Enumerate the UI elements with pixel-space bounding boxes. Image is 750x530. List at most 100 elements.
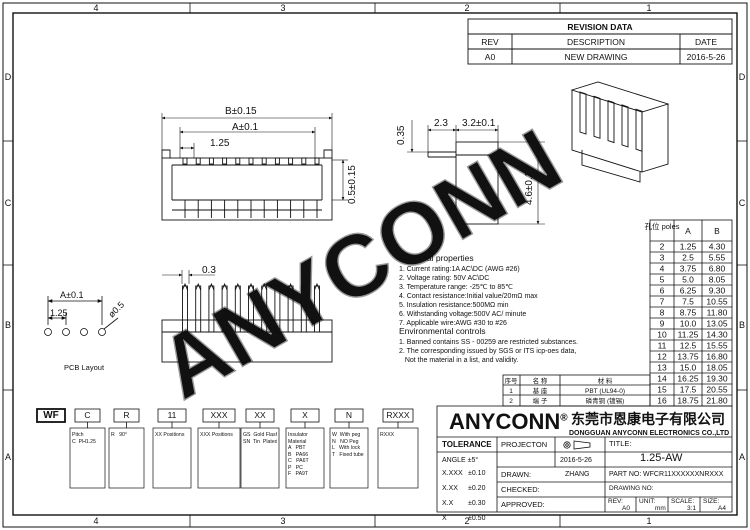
dim-table-cell: 21.80 <box>706 396 728 406</box>
zone-col-3-top: 3 <box>280 3 285 13</box>
anyconn-watermark: ANYCONN <box>142 109 577 417</box>
side-view-dimensions <box>407 120 545 225</box>
top-pin-slot <box>274 157 280 165</box>
dim-table-cell: 7 <box>660 297 665 307</box>
part-code-legend: Pitch C PH1.25 <box>72 432 96 445</box>
connector-side-view <box>427 141 499 225</box>
part-code-box-label: XX <box>254 410 266 421</box>
dim-table-cell: 9 <box>660 319 665 329</box>
dim-table-header-b: B <box>714 226 720 236</box>
part-code-box-label: RXXX <box>386 410 410 421</box>
dim-table-cell: 10.0 <box>680 319 697 329</box>
dim-table-cell: 13 <box>657 363 667 373</box>
top-pin-slot <box>288 157 294 165</box>
dim-table-cell: 19.30 <box>706 374 728 384</box>
zone-row-c-right: C <box>739 198 746 208</box>
part-no-value: WFCR11XXXXXXNRXXX <box>643 471 724 478</box>
dim-table-cell: 5 <box>660 275 665 285</box>
front-pin-tip <box>274 282 281 291</box>
zone-col-1-top: 1 <box>646 3 651 13</box>
dim-table-cell: 5.55 <box>709 253 726 263</box>
dim-table-cell: 17.5 <box>680 385 697 395</box>
front-pin-tip <box>195 282 202 291</box>
part-code-legend: W With peg N NO Peg L With lock T Fixed … <box>332 432 364 458</box>
revision-header-description: DESCRIPTION <box>567 37 625 47</box>
tolerance-value-label: X <box>442 515 447 522</box>
front-pin <box>195 285 202 333</box>
size-label: SIZE: <box>703 498 720 505</box>
part-code-legend-box <box>108 427 145 489</box>
title-value: 1.25-AW <box>640 452 683 464</box>
dim-table-cell: 11.25 <box>678 330 699 340</box>
dim-035-label: 0.35 <box>396 125 407 145</box>
part-code-legend: XX Positions <box>155 432 185 438</box>
drawn-value: ZHANG <box>565 471 590 478</box>
front-pin-tip <box>300 282 307 291</box>
dim-table-header-a: A <box>685 226 691 236</box>
part-code-legend-box <box>240 427 280 489</box>
dim-table-cell: 11.80 <box>707 308 728 318</box>
dim-table-cell: 5.0 <box>682 275 694 285</box>
dim-table-cell: 12.5 <box>680 341 697 351</box>
rev-label: REV: <box>608 498 623 505</box>
revision-date-value: 2016-5-26 <box>687 52 726 62</box>
projection-label: PROJECTON <box>501 440 548 449</box>
tolerance-label: TOLERANCE <box>442 440 492 449</box>
pcb-hole-label: ø0.5 <box>106 300 126 320</box>
dim-46-label: 4.6±0.1 <box>524 171 535 205</box>
zone-col-2-top: 2 <box>464 3 469 13</box>
revision-table <box>467 18 733 65</box>
unit-value: mm <box>655 505 666 512</box>
dim-table-cell: 14.30 <box>706 330 728 340</box>
front-pin <box>314 285 320 333</box>
dim-table-cell: 16 <box>657 396 667 406</box>
dim-table-cell: 6 <box>660 286 665 296</box>
connector-front-view <box>161 282 333 363</box>
zone-row-d-left: D <box>5 72 12 82</box>
top-pin-slot <box>182 157 188 165</box>
dim-table-cell: 9.30 <box>709 286 726 296</box>
front-pin <box>182 285 188 333</box>
zone-col-2-bottom: 2 <box>464 516 469 526</box>
electrical-line: 2. Voltage rating: 50V AC\DC <box>399 275 489 282</box>
dim-32-label: 3.2±0.1 <box>462 118 496 129</box>
environmental-line: 2. The corresponding issued by SGS or IT… <box>399 348 576 355</box>
environmental-line: Not the material in a list, and validity… <box>399 357 518 364</box>
front-pin-tip <box>182 282 188 291</box>
materials-header-name: 名 称 <box>533 376 548 385</box>
checked-label: CHECKED: <box>501 485 540 494</box>
tolerance-value: ±0.30 <box>468 500 486 507</box>
electrical-line: 4. Contact resistance:Initial value/20mΩ… <box>399 293 538 300</box>
zone-col-4-top: 4 <box>93 3 98 13</box>
zone-row-c-left: C <box>5 198 12 208</box>
materials-table <box>502 374 651 407</box>
title-label: TITLE: <box>609 439 632 448</box>
dim-table-cell: 1.25 <box>680 242 697 252</box>
tolerance-value-label: X.XXX <box>442 470 463 477</box>
top-pin-slot <box>314 157 320 165</box>
top-view-dimensions <box>161 113 348 201</box>
revision-title: REVISION DATA <box>567 22 632 32</box>
materials-row-2-material: 磷青铜 (镀锡) <box>586 396 625 405</box>
front-pin <box>287 285 294 333</box>
dim-table-cell: 4.30 <box>709 242 726 252</box>
dim-table-cell: 16.80 <box>706 352 728 362</box>
top-pin-slot <box>222 157 228 165</box>
dim-table-cell: 10.55 <box>706 297 728 307</box>
electrical-line: 5. Insulation resistance:500MΩ min <box>399 302 509 309</box>
materials-header-material: 材 料 <box>598 376 613 385</box>
front-view-dimensions <box>162 270 215 284</box>
company-name-en: ANYCONN® <box>449 409 568 434</box>
iso-pin-slot <box>635 108 643 152</box>
part-code-legend-box <box>285 427 325 489</box>
part-code-legend: XXX Positions <box>200 432 233 438</box>
electrical-line: 3. Temperature range: -25℃ to 85℃ <box>399 284 513 291</box>
dim-b-label: B±0.15 <box>225 106 257 117</box>
materials-row-2-name: 端 子 <box>533 396 548 405</box>
front-pin-tip <box>234 282 241 291</box>
front-pin <box>274 285 281 333</box>
front-pin-tip <box>221 282 228 291</box>
zone-row-a-left: A <box>5 452 11 462</box>
dim-03-label: 0.3 <box>202 265 216 276</box>
